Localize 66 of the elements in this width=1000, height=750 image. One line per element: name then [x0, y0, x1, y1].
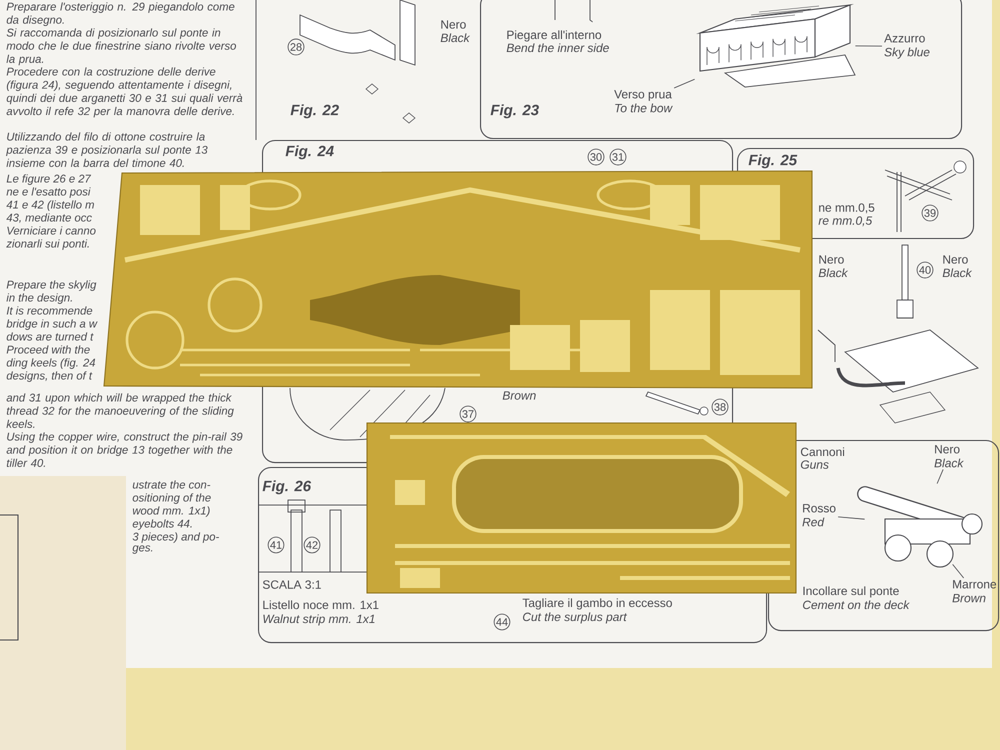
annotation-text: Walnut strip mm. 1x1 — [263, 614, 374, 626]
color-label: Nero Black — [934, 445, 964, 468]
annotation-text: Tagliare il gambo in eccesso — [522, 598, 672, 610]
instruction-paragraph: and 31 upon which will be wrapped the thick thread 32 for the manoeuvering of the sliding keels. — [6, 393, 234, 428]
annotation-text: Guns — [800, 460, 829, 469]
color-label: Verso prua To the bow — [614, 90, 673, 112]
instruction-text: Le figure 26 e 27 — [6, 174, 92, 185]
annotation-text: Nero — [819, 255, 844, 264]
callout-number: 42 — [304, 536, 320, 554]
annotation-text: Black — [818, 268, 848, 278]
callout-number: 30 — [588, 148, 604, 166]
color-label: Marrone Brown — [952, 580, 996, 602]
instruction-paragraph: Preparare l'osteriggio n. 29 piegandolo come da disegno. — [6, 2, 234, 26]
instruction-text: Prepare the skylig — [6, 280, 96, 291]
callout-number: 41 — [268, 536, 284, 554]
figure-heading: Fig. 22 — [290, 104, 339, 118]
instruction-text: ositioning of the — [132, 493, 211, 504]
color-label: Azzurro Sky blue — [884, 34, 930, 59]
callout-number: 37 — [460, 406, 476, 422]
callout-number: 31 — [610, 148, 626, 166]
instruction-text: wood mm. 1x1) — [132, 506, 210, 517]
leader-line — [936, 469, 944, 484]
annotation-text: Black — [942, 268, 972, 278]
cannon-drawing — [857, 486, 983, 568]
annotation-text: ne mm.0,5 — [819, 203, 874, 214]
instruction-paragraph: Using the copper wire, construct the pin-rail 39 and position it on bridge 13 together with the tiller 40. — [6, 432, 242, 467]
instruction-text: in the design. — [6, 293, 72, 304]
annotation-text: Nero — [943, 255, 968, 264]
annotation-text: Listello noce mm. 1x1 — [263, 600, 378, 610]
leader-line — [854, 45, 882, 47]
instruction-paragraph: Si raccomanda di posizionarlo sul ponte in modo che le due finestrine siano rivolte verso la prua. — [6, 28, 236, 66]
color-label: Rosso Red — [802, 504, 836, 526]
instruction-text: eyebolts 44. — [132, 519, 192, 530]
instruction-text: ges. — [132, 545, 152, 554]
annotation-text: SCALA 3:1 — [262, 580, 321, 589]
instruction-text: Proceed with the — [6, 345, 90, 354]
callout-number: 40 — [916, 262, 934, 278]
leader-line — [952, 564, 964, 578]
leader-line — [838, 516, 866, 520]
callout-number: 44 — [494, 614, 510, 630]
instruction-paragraph: Utilizzando del filo di ottone costruire la pazienza 39 e posizionarla sul ponte 13 insieme con la barra del timone 40. — [6, 132, 208, 167]
annotation-text: Brown — [502, 391, 536, 400]
instruction-text: bridge in such a w — [6, 319, 98, 330]
instruction-text: ustrate the con- — [132, 480, 210, 489]
annotation-text: re mm.0,5 — [818, 216, 872, 226]
instruction-text: designs, then of t — [6, 371, 92, 382]
callout-number: 39 — [922, 204, 938, 222]
callout-number: 28 — [288, 38, 304, 56]
annotation-text: Bend the inner side — [506, 43, 609, 52]
annotation-text: Piegare all'interno — [507, 30, 602, 42]
callout-number: 38 — [712, 398, 728, 416]
instruction-text: zionarli sui ponti. — [6, 239, 89, 250]
instruction-paragraph: Procedere con la costruzione delle derive (figura 24), seguendo attentamente i disegni, quindi dei due arganetti 30 e 31 sui quali verrà avvolto il refe 32 per la manovra delle derive. — [6, 67, 242, 118]
instruction-text: ne e l'esatto posi — [6, 187, 91, 198]
annotation-text: Nero — [441, 20, 466, 29]
annotation-text: Black — [440, 33, 470, 42]
instruction-text: 41 e 42 (listello m — [6, 200, 94, 211]
instruction-text: Verniciare i canno — [7, 226, 96, 235]
annotation-text: Cut the surplus part — [523, 612, 628, 624]
instruction-text: dows are turned t — [6, 332, 94, 341]
leader-line — [674, 78, 696, 88]
instruction-text: 3 pieces) and po- — [132, 532, 219, 543]
instruction-text: It is recommende — [6, 306, 92, 315]
annotation-text: Cannoni — [800, 447, 844, 456]
instruction-text: ding keels (fig. 24 — [6, 358, 96, 369]
instruction-text: 43, mediante occ — [6, 213, 92, 223]
